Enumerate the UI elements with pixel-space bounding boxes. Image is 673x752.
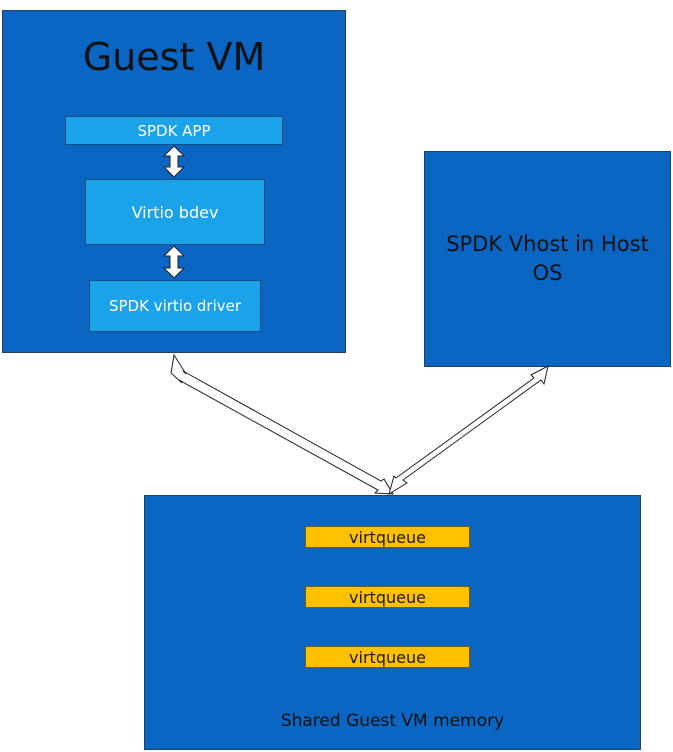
host-os-label: SPDK Vhost in Host OS bbox=[435, 230, 660, 288]
double-arrow-guest-shared bbox=[170, 353, 394, 495]
virtqueue-1: virtqueue bbox=[305, 526, 470, 548]
double-arrow-app-bdev bbox=[162, 145, 186, 178]
host-os-label-line2: OS bbox=[532, 261, 563, 285]
shared-memory-box: virtqueue virtqueue virtqueue Shared Gue… bbox=[144, 495, 641, 750]
spdk-app-box: SPDK APP bbox=[65, 116, 283, 145]
guest-vm-box: Guest VM SPDK APP Virtio bdev SPDK virti… bbox=[2, 10, 346, 353]
guest-vm-title: Guest VM bbox=[82, 35, 266, 79]
virtqueue-2: virtqueue bbox=[305, 586, 470, 608]
double-arrow-bdev-driver bbox=[162, 245, 186, 279]
double-arrow-host-shared bbox=[388, 365, 549, 496]
host-os-label-line1: SPDK Vhost in Host bbox=[446, 232, 649, 256]
host-os-box: SPDK Vhost in Host OS bbox=[424, 151, 671, 367]
shared-memory-label: Shared Guest VM memory bbox=[280, 711, 505, 731]
virtio-bdev-box: Virtio bdev bbox=[85, 179, 265, 245]
virtqueue-3: virtqueue bbox=[305, 646, 470, 668]
spdk-virtio-driver-box: SPDK virtio driver bbox=[89, 280, 261, 332]
